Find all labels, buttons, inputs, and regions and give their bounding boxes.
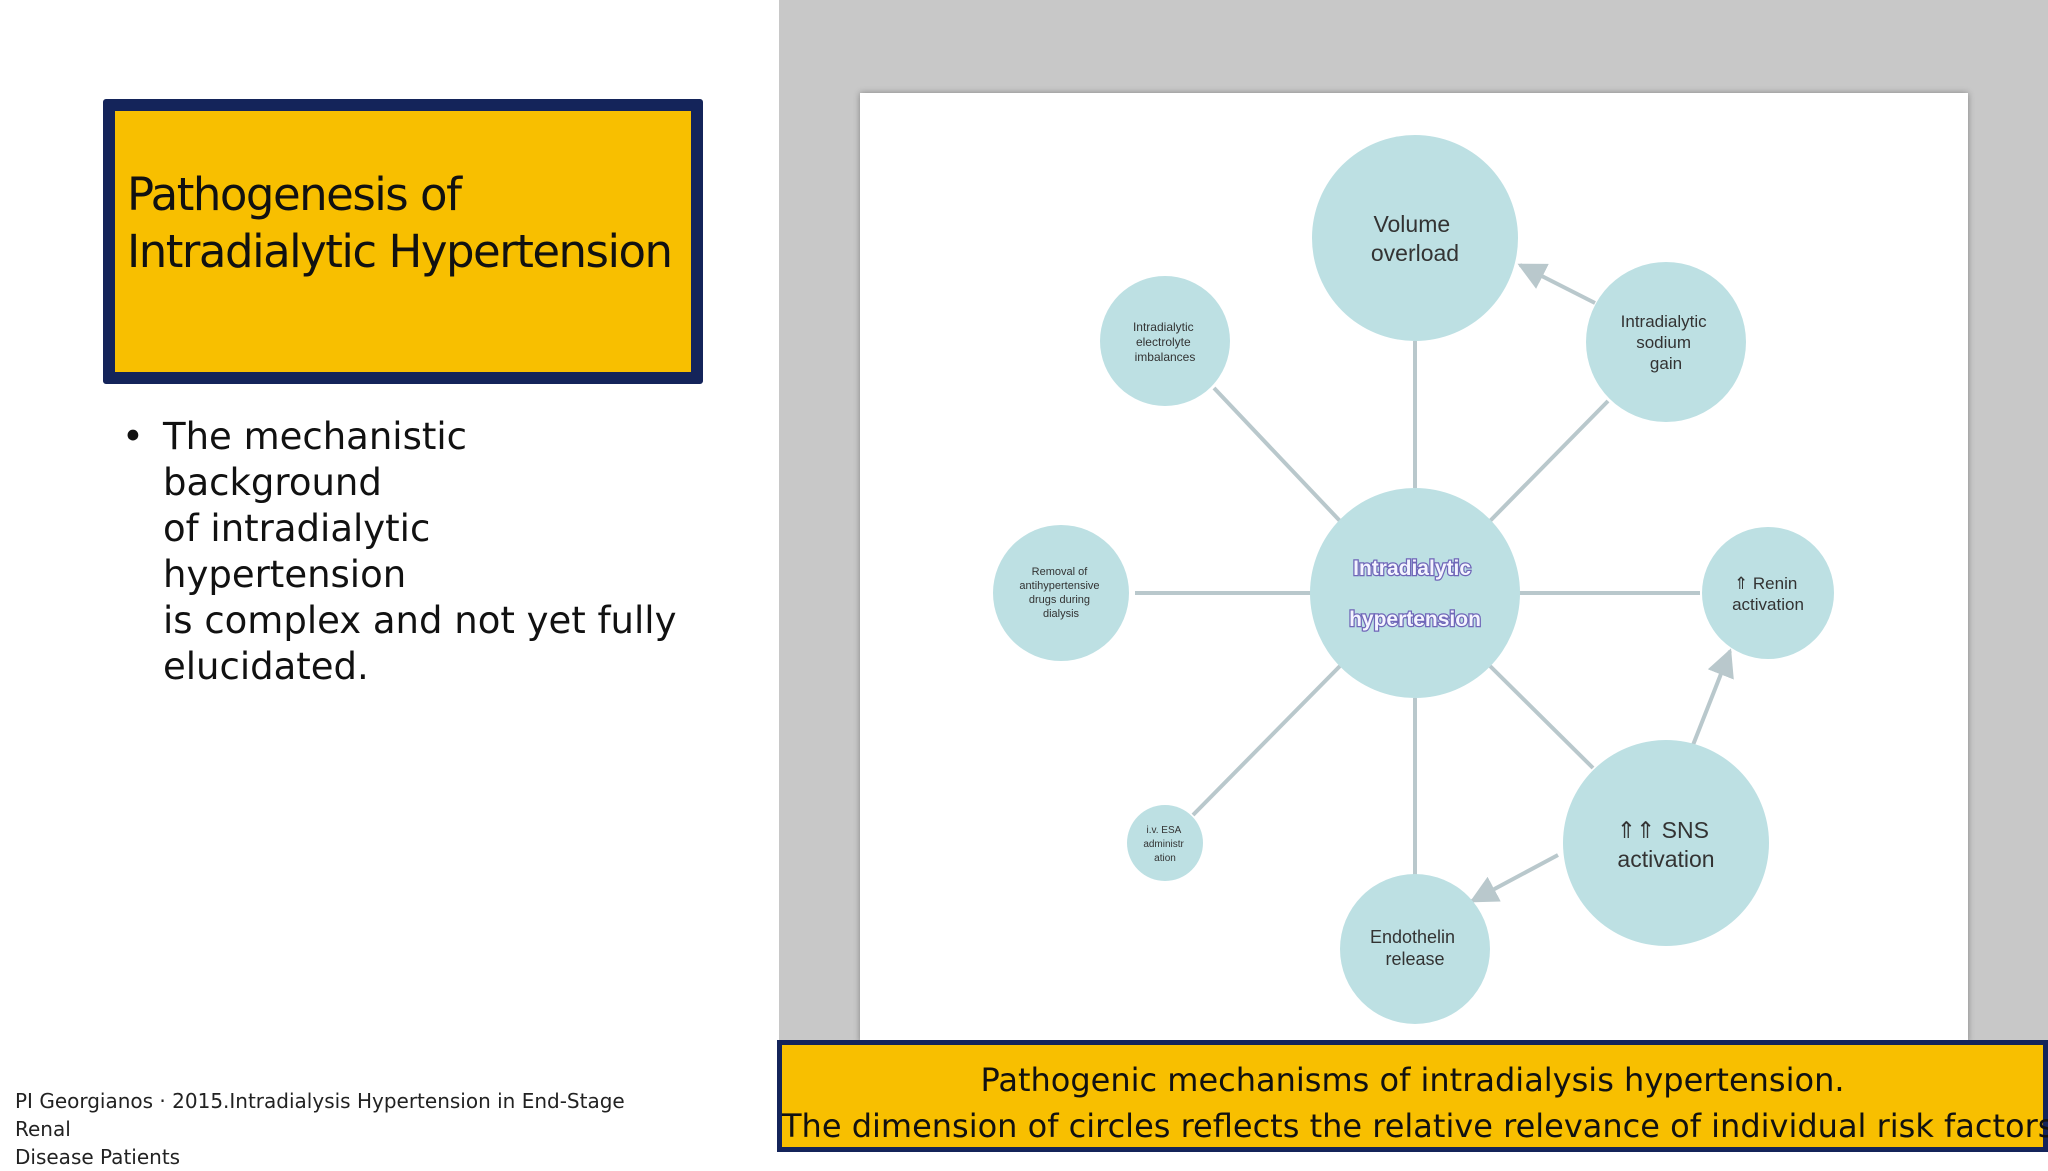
node-center <box>1310 488 1520 698</box>
slide-title-line-2: Intradialytic Hypertension <box>127 225 673 278</box>
label-center: Intradialytic hypertension <box>1349 557 1481 631</box>
bullet-item: • The mechanistic background of intradia… <box>122 414 682 690</box>
bullet-line: of intradialytic hypertension <box>163 507 431 596</box>
label-removal: Removal of antihypertensive drugs during… <box>1019 566 1102 620</box>
pathogenesis-diagram: Volume overload Intradialytic sodium gai… <box>993 135 1834 1024</box>
label-volume: Volume overload <box>1371 211 1459 266</box>
node-electrolyte <box>1100 276 1230 406</box>
title-box: Pathogenesis of Intradialytic Hypertensi… <box>103 99 703 384</box>
citation: PI Georgianos · 2015.Intradialysis Hyper… <box>15 1087 675 1171</box>
slide-title: Pathogenesis of Intradialytic Hypertensi… <box>127 166 673 280</box>
diagram-figure: Volume overload Intradialytic sodium gai… <box>860 93 1968 1043</box>
node-volume <box>1312 135 1518 341</box>
caption-line-1: Pathogenic mechanisms of intradialysis h… <box>980 1061 1845 1099</box>
bullet-line: elucidated. <box>163 645 369 688</box>
label-endothelin: Endothelin release <box>1370 927 1460 969</box>
label-sns: ⇑⇑ SNS activation <box>1617 817 1716 872</box>
label-renin: ⇑ Renin activation <box>1732 574 1804 614</box>
spoke-sns <box>1488 664 1595 770</box>
arrow-sns-to-endothelin <box>1469 853 1559 903</box>
bullet-line: is complex and not yet fully <box>163 599 677 642</box>
spoke-esa <box>1191 664 1342 817</box>
label-sodium: Intradialytic sodium gain <box>1621 312 1712 373</box>
bullet-list: • The mechanistic background of intradia… <box>122 414 682 690</box>
node-esa <box>1127 805 1203 881</box>
label-electrolyte: Intradialytic electrolyte imbalances <box>1133 320 1197 364</box>
citation-line-1: PI Georgianos · 2015.Intradialysis Hyper… <box>15 1089 625 1141</box>
spoke-electrolyte <box>1212 386 1342 523</box>
citation-line-2: Disease Patients <box>15 1145 181 1169</box>
node-removal <box>993 525 1129 661</box>
spoke-sodium <box>1488 399 1610 523</box>
node-renin <box>1702 527 1834 659</box>
slide-title-line-1: Pathogenesis of <box>127 168 462 221</box>
bullet-dot: • <box>122 415 144 458</box>
figure-caption: Pathogenic mechanisms of intradialysis h… <box>777 1040 2048 1152</box>
caption-line-2: The dimension of circles reflects the re… <box>782 1107 2048 1145</box>
label-esa: i.v. ESA administr ation <box>1143 825 1186 864</box>
node-sns <box>1563 740 1769 946</box>
node-sodium <box>1586 262 1746 422</box>
arrow-sns-to-renin <box>1691 648 1734 746</box>
node-endothelin <box>1340 874 1490 1024</box>
arrow-sodium-to-volume <box>1517 263 1596 305</box>
bullet-line: The mechanistic background <box>163 415 467 504</box>
